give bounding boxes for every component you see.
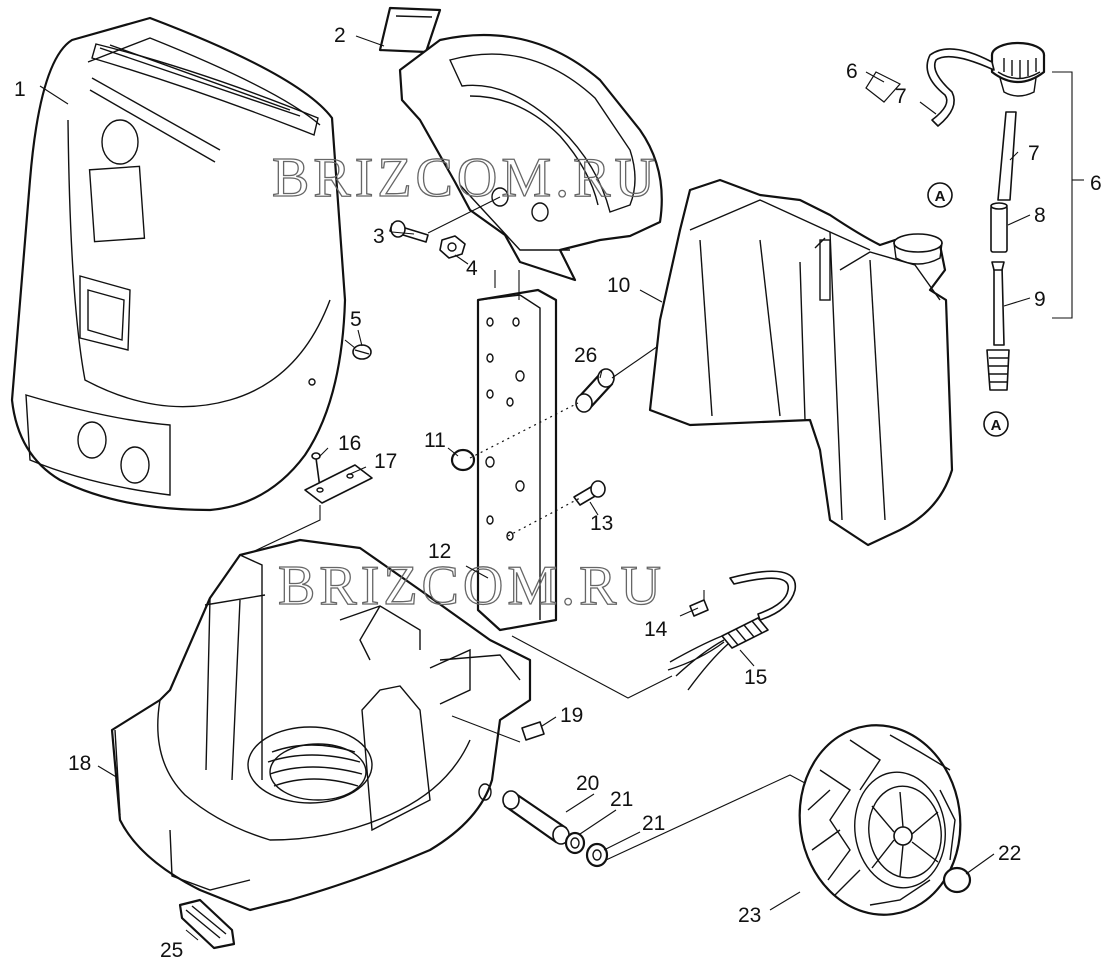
callout-19: 19 [560, 704, 583, 727]
part-7-hose[interactable] [926, 48, 1017, 201]
callout-26: 26 [574, 344, 597, 367]
callout-6-right: 6 [1090, 172, 1102, 195]
callout-7-top: 7 [895, 85, 907, 108]
callout-2: 2 [334, 24, 346, 47]
callout-12: 12 [428, 540, 451, 563]
part-23-wheel[interactable] [788, 715, 973, 925]
part-11-cap[interactable] [450, 448, 476, 472]
part-20-axle-sleeve[interactable] [502, 790, 570, 845]
part-17-plate[interactable] [304, 464, 373, 504]
part-4-nut[interactable] [439, 235, 466, 259]
callout-4: 4 [466, 257, 478, 280]
callout-21-upper: 21 [610, 788, 633, 811]
reference-marker-a-bottom: A [983, 411, 1009, 437]
callout-15: 15 [744, 666, 767, 689]
part-10-tank[interactable] [648, 178, 954, 547]
part-15-power-cable[interactable] [667, 570, 797, 691]
part-8-sleeve[interactable] [990, 202, 1008, 253]
part-19-clip[interactable] [521, 721, 545, 741]
callout-7-right: 7 [1028, 142, 1040, 165]
svg-text:A: A [991, 417, 1002, 434]
callout-14: 14 [644, 618, 668, 641]
callout-5: 5 [350, 308, 362, 331]
callout-22: 22 [998, 842, 1021, 865]
part-6-filler-assembly[interactable] [990, 41, 1046, 97]
callout-10: 10 [607, 274, 630, 297]
callout-25: 25 [160, 939, 183, 962]
callout-18: 18 [68, 752, 91, 775]
part-13-bolt[interactable] [573, 480, 606, 506]
callout-17: 17 [374, 450, 397, 473]
watermark-bottom: BRIZCOM.RU [278, 555, 665, 617]
part-18-base-chassis[interactable] [110, 538, 532, 912]
callout-3: 3 [373, 225, 385, 248]
watermark-top: BRIZCOM.RU [272, 147, 659, 209]
reference-marker-a-top: A [927, 182, 953, 208]
callout-1: 1 [14, 78, 26, 101]
part-22-hub-cap[interactable] [942, 866, 972, 894]
part-26-pin[interactable] [575, 368, 615, 413]
callout-11: 11 [424, 429, 446, 452]
part-9-filter-tube[interactable] [986, 261, 1010, 391]
part-25-foot[interactable] [178, 898, 236, 950]
callout-20: 20 [576, 772, 599, 795]
callout-21-lower: 21 [642, 812, 665, 835]
callout-16: 16 [338, 432, 361, 455]
part-21-washer-b[interactable] [585, 842, 609, 868]
part-12-frame-bracket[interactable] [476, 270, 558, 632]
part-14-cable-clip[interactable] [689, 599, 709, 617]
svg-text:A: A [935, 188, 946, 205]
callout-8: 8 [1034, 204, 1046, 227]
part-1-front-cover[interactable] [10, 16, 347, 512]
callout-9: 9 [1034, 288, 1046, 311]
callout-13: 13 [590, 512, 613, 535]
part-5-screw[interactable] [352, 344, 372, 360]
part-3-bolt[interactable] [389, 220, 429, 243]
part-21-washer-a[interactable] [564, 831, 586, 855]
callout-23: 23 [738, 904, 761, 927]
callout-6-top: 6 [846, 60, 858, 83]
